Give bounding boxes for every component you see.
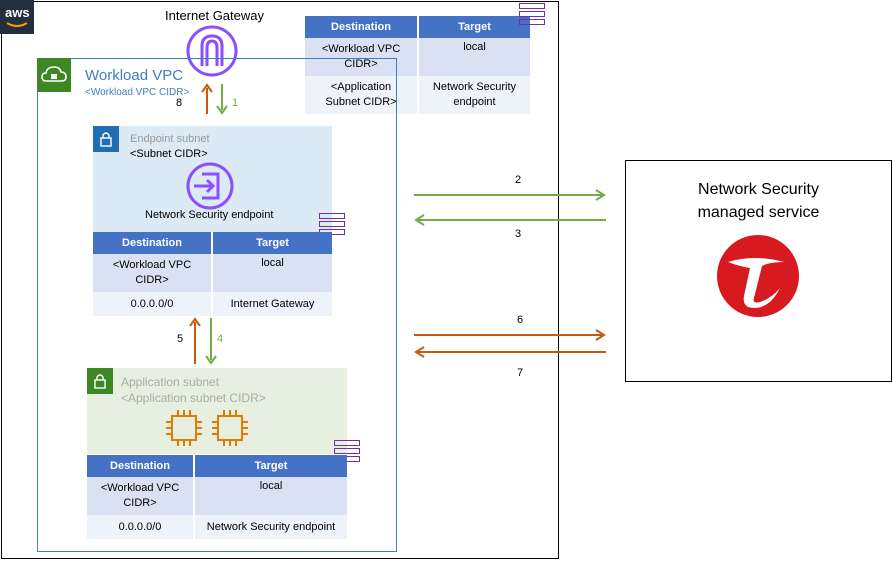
chip-icon bbox=[212, 410, 248, 446]
application-subnet-title: Application subnet bbox=[121, 375, 220, 389]
endpoint-subnet-cidr: <Subnet CIDR> bbox=[130, 148, 208, 160]
cloud-lock-icon bbox=[37, 58, 71, 92]
endpoint-subnet-title: Endpoint subnet bbox=[130, 133, 210, 145]
step-5-label: 5 bbox=[177, 333, 184, 345]
lock-icon bbox=[87, 368, 113, 394]
step-4-label: 4 bbox=[217, 333, 224, 345]
table-row: 0.0.0.0/0 Network Security endpoint bbox=[87, 515, 347, 539]
aws-logo: aws bbox=[0, 0, 34, 34]
step-7-label: 7 bbox=[517, 367, 524, 379]
step-1-label: 1 bbox=[232, 97, 239, 109]
step-2-label: 2 bbox=[515, 174, 522, 186]
vpc-title: Workload VPC bbox=[85, 67, 184, 84]
workload-vpc bbox=[37, 58, 397, 552]
trend-micro-logo bbox=[717, 235, 799, 317]
step-6-label: 6 bbox=[517, 314, 524, 326]
column-header-target: Target bbox=[193, 455, 347, 477]
internet-gateway-icon bbox=[186, 25, 238, 77]
managed-service-traffic-arrows bbox=[414, 189, 606, 358]
endpoint-subnet bbox=[93, 126, 332, 232]
application-subnet-cidr: <Application subnet CIDR> bbox=[121, 391, 266, 405]
step-8-label: 8 bbox=[176, 97, 183, 109]
igw-traffic-arrows bbox=[201, 83, 228, 115]
step-3-label: 3 bbox=[515, 228, 522, 240]
column-header-destination: Destination bbox=[87, 455, 194, 477]
table-row: 0.0.0.0/0 Internet Gateway bbox=[93, 292, 332, 316]
column-header-destination: Destination bbox=[93, 232, 212, 254]
column-header-target: Target bbox=[211, 232, 332, 254]
internet-gateway-label: Internet Gateway bbox=[165, 8, 264, 23]
chip-icon bbox=[166, 410, 202, 446]
vpc-cidr: <Workload VPC CIDR> bbox=[85, 87, 190, 98]
route-table-icon bbox=[334, 440, 360, 462]
endpoint-icon bbox=[186, 162, 234, 210]
route-table-icon bbox=[519, 3, 545, 25]
subnet-traffic-arrows bbox=[189, 317, 217, 365]
aws-cloud-frame bbox=[1, 1, 559, 559]
endpoint-label: Network Security endpoint bbox=[145, 209, 274, 221]
lock-icon bbox=[93, 126, 119, 152]
column-header-target: Target bbox=[417, 16, 530, 38]
column-header-destination: Destination bbox=[305, 16, 418, 38]
